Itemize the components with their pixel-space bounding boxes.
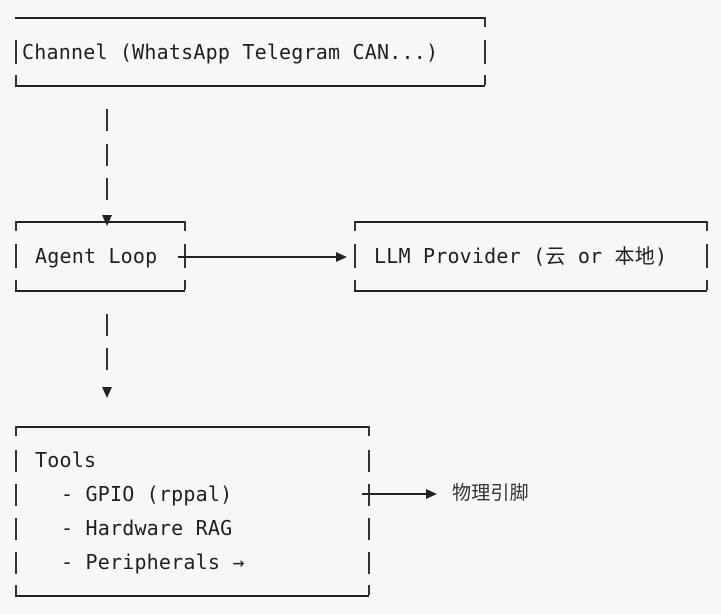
tools-item-hardware-rag: - Hardware RAG	[61, 516, 233, 540]
tools-box-left-bar	[15, 518, 17, 540]
llm-box-corner-tr	[706, 221, 708, 231]
connector-dash	[106, 314, 108, 336]
tools-box-right-bar	[368, 518, 370, 540]
llm-box-left-bar	[354, 244, 356, 268]
agent-box-bottom-border	[15, 290, 185, 292]
llm-provider-label: LLM Provider (云 or 本地)	[374, 244, 668, 268]
tools-box-corner-tr	[368, 426, 370, 436]
connector-line	[362, 493, 428, 495]
tools-box-right-bar	[368, 552, 370, 574]
agent-box-corner-tr	[184, 221, 186, 231]
agent-box-corner-tl	[15, 221, 17, 231]
tools-box-left-bar	[15, 484, 17, 506]
physical-pins-label: 物理引脚	[452, 482, 529, 504]
channel-box-bottom-border	[15, 85, 485, 87]
llm-box-bottom-border	[354, 290, 707, 292]
agent-box-corner-bl	[15, 280, 17, 290]
agent-box-corner-br	[184, 280, 186, 290]
tools-title: Tools	[35, 448, 97, 472]
agent-loop-label: Agent Loop	[35, 244, 158, 268]
llm-box-corner-br	[706, 280, 708, 290]
agent-box-left-bar	[15, 244, 17, 268]
arrow-right-icon	[336, 252, 347, 262]
llm-box-corner-tl	[354, 221, 356, 231]
tools-item-gpio: - GPIO (rppal)	[61, 482, 233, 506]
arrow-right-icon	[426, 489, 437, 499]
llm-box-corner-bl	[354, 280, 356, 290]
connector-dash	[106, 348, 108, 370]
agent-box-top-border	[15, 221, 185, 223]
connector-dash	[106, 144, 108, 166]
channel-box-corner	[484, 17, 486, 27]
arrow-down-icon	[102, 215, 112, 226]
channel-box-corner-bl	[15, 75, 17, 85]
arrow-down-icon	[102, 387, 112, 398]
llm-box-right-bar	[706, 244, 708, 268]
channel-box-left-bar	[15, 40, 17, 64]
channel-box-corner-br	[484, 75, 486, 85]
tools-box-right-bar	[368, 484, 370, 506]
tools-box-bottom-border	[15, 595, 369, 597]
tools-box-left-bar	[15, 450, 17, 472]
llm-box-top-border	[354, 221, 707, 223]
connector-line	[178, 256, 338, 258]
connector-dash	[106, 178, 108, 200]
tools-box-corner-bl	[15, 585, 17, 595]
tools-box-top-border	[15, 426, 369, 428]
tools-item-peripherals: - Peripherals →	[61, 550, 245, 574]
channel-box-top-border	[15, 17, 485, 19]
channel-label: Channel (WhatsApp Telegram CAN...)	[22, 40, 439, 64]
tools-box-left-bar	[15, 552, 17, 574]
tools-box-corner-br	[368, 585, 370, 595]
connector-dash	[106, 109, 108, 131]
tools-box-right-bar	[368, 450, 370, 472]
tools-box-corner-tl	[15, 426, 17, 436]
channel-box-right-bar	[484, 40, 486, 64]
